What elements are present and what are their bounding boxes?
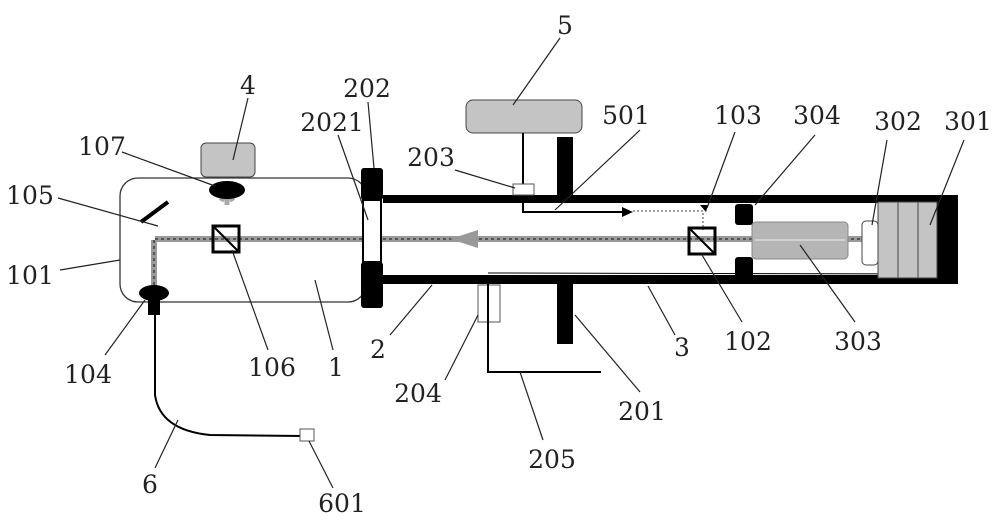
element-302	[861, 220, 879, 266]
bracket-201-top	[557, 137, 573, 199]
label-501: 501	[602, 101, 650, 130]
label-1: 1	[328, 353, 344, 382]
label-105: 105	[6, 181, 54, 210]
label-304: 304	[793, 101, 841, 130]
fiber-connector	[148, 300, 160, 315]
end-cap	[937, 200, 958, 284]
window-2021	[362, 199, 382, 263]
label-2021: 2021	[300, 108, 364, 137]
label-202: 202	[343, 74, 391, 103]
label-107: 107	[78, 132, 126, 161]
flange-202-top	[361, 168, 383, 200]
label-2: 2	[370, 335, 386, 364]
flange-202-bottom	[361, 262, 383, 308]
holder-304-bottom	[735, 257, 753, 277]
label-5: 5	[557, 11, 573, 40]
label-4: 4	[240, 71, 256, 100]
label-102: 102	[724, 327, 772, 356]
optical-fiber-6	[154, 315, 303, 437]
label-6: 6	[142, 470, 158, 499]
label-203: 203	[407, 143, 455, 172]
label-204: 204	[394, 379, 442, 408]
label-303: 303	[834, 327, 882, 356]
mirror-103	[700, 205, 708, 212]
sensor-203	[512, 183, 535, 196]
label-302: 302	[874, 107, 922, 136]
leader-lines	[57, 37, 965, 489]
detector-4	[200, 142, 256, 178]
beamsplitter-102	[687, 226, 717, 256]
mirror-105	[139, 200, 170, 224]
fiber-end-601	[299, 428, 315, 442]
label-106: 106	[248, 353, 296, 382]
label-601: 601	[318, 489, 366, 518]
label-3: 3	[674, 333, 690, 362]
block-301	[877, 201, 938, 279]
tube-2-bottom-wall	[383, 275, 958, 284]
lens-107	[209, 181, 245, 199]
holder-304-top	[735, 204, 753, 225]
lens-104	[139, 285, 169, 301]
label-104: 104	[64, 360, 112, 389]
beam-direction-arrow	[450, 230, 478, 248]
controller-5	[465, 99, 583, 134]
label-201: 201	[618, 397, 666, 426]
label-101: 101	[6, 261, 54, 290]
line-501	[522, 133, 625, 213]
tube-2-top-wall	[383, 195, 958, 203]
label-301: 301	[944, 107, 992, 136]
label-205: 205	[528, 445, 576, 474]
label-103: 103	[714, 101, 762, 130]
line-205	[487, 276, 601, 373]
bracket-201-bottom	[557, 280, 573, 344]
beamsplitter-106	[211, 224, 241, 254]
